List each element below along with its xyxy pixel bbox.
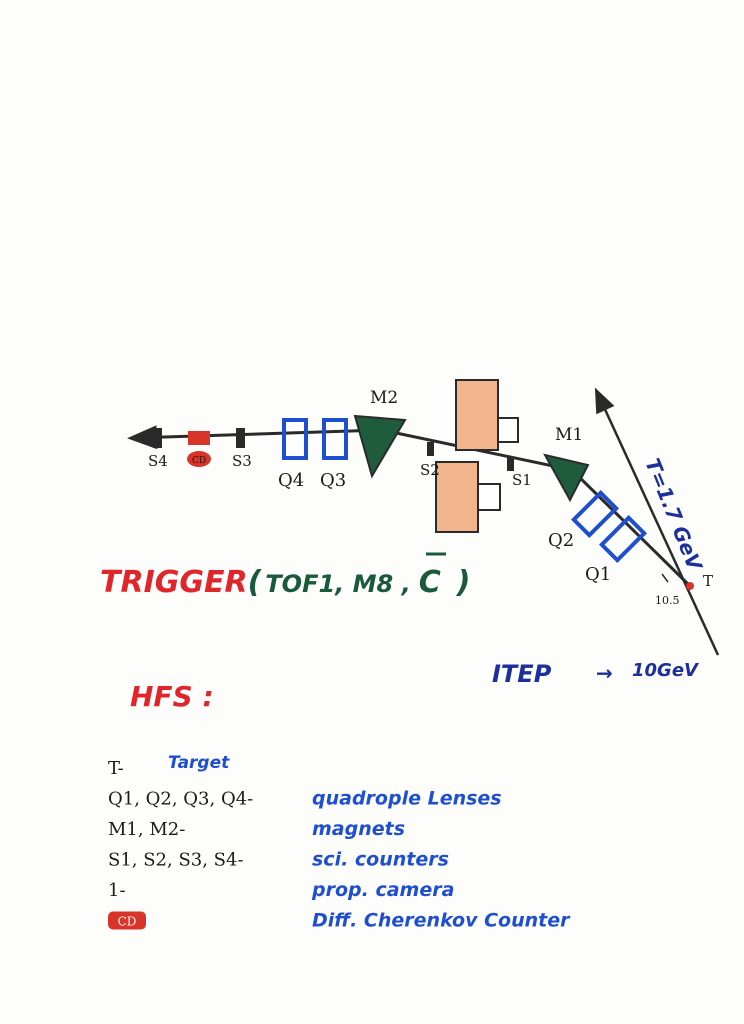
legend-value: Diff. Cherenkov Counter xyxy=(312,910,571,932)
q3-label: Q3 xyxy=(320,470,346,491)
m2-coil-lower-port xyxy=(477,483,501,511)
legend-key: T- xyxy=(108,758,124,779)
m2-magnet xyxy=(353,414,407,479)
s1-counter xyxy=(507,457,514,471)
hfs-heading: HFS : xyxy=(130,680,214,713)
legend-key: S1, S2, S3, S4- xyxy=(108,850,244,871)
q1-quadrupole xyxy=(598,514,648,564)
legend-value: sci. counters xyxy=(312,849,449,871)
q4-label: Q4 xyxy=(278,470,304,491)
q2-label: Q2 xyxy=(548,530,574,551)
q2-quadrupole xyxy=(570,489,620,539)
beamline-segment-t-m1 xyxy=(570,468,692,588)
trigger-close-paren: ) xyxy=(456,565,471,600)
legend-value: prop. camera xyxy=(311,879,454,901)
primary-beam-line xyxy=(594,387,720,656)
t-label: T xyxy=(703,572,713,590)
s4-label: S4 xyxy=(148,452,168,470)
trigger-line: TRIGGER(TOF1, M8 , C) xyxy=(100,565,470,600)
m1-label: M1 xyxy=(555,425,583,445)
m1-magnet xyxy=(543,453,590,503)
m2-coil-upper xyxy=(455,379,499,451)
legend-cd-icon xyxy=(108,911,146,930)
q1-label: Q1 xyxy=(585,564,611,585)
legend-key: Q1, Q2, Q3, Q4- xyxy=(108,789,253,810)
m2-label: M2 xyxy=(370,388,398,408)
trigger-args: TOF1, M8 , xyxy=(265,570,410,598)
energy-arrow: → xyxy=(596,661,613,685)
cd-counter xyxy=(188,431,210,445)
trigger-open-paren: ( xyxy=(248,565,263,600)
legend-value: quadrople Lenses xyxy=(312,788,502,810)
s3-label: S3 xyxy=(232,452,252,470)
legend-cd-icon-label: CD xyxy=(118,915,137,929)
legend-value: magnets xyxy=(312,818,405,840)
m2-coil-lower xyxy=(435,461,479,533)
m2-coil-upper-port xyxy=(497,417,519,443)
s3-counter xyxy=(236,428,245,448)
s4-counter xyxy=(153,428,162,448)
cd-counter-base xyxy=(187,451,211,467)
beamline-segment-m2-end xyxy=(127,425,383,450)
trigger-word: TRIGGER xyxy=(100,565,248,600)
s1-label: S1 xyxy=(512,471,532,489)
q3-quadrupole xyxy=(322,418,348,460)
angle-label: 10.5 xyxy=(655,594,680,607)
target-marker xyxy=(686,582,694,590)
cd-label: CD xyxy=(192,456,206,466)
angle-tick xyxy=(661,573,669,583)
itep-label: ITEP xyxy=(492,660,552,688)
energy-label: 10GeV xyxy=(632,660,700,681)
legend-value: Target xyxy=(168,753,230,773)
trigger-cbar: C xyxy=(419,565,441,600)
legend-key: M1, M2- xyxy=(108,819,185,840)
legend-key: 1- xyxy=(108,880,126,901)
s2-counter xyxy=(427,442,434,456)
q4-quadrupole xyxy=(282,418,308,460)
s2-label: S2 xyxy=(420,461,440,479)
